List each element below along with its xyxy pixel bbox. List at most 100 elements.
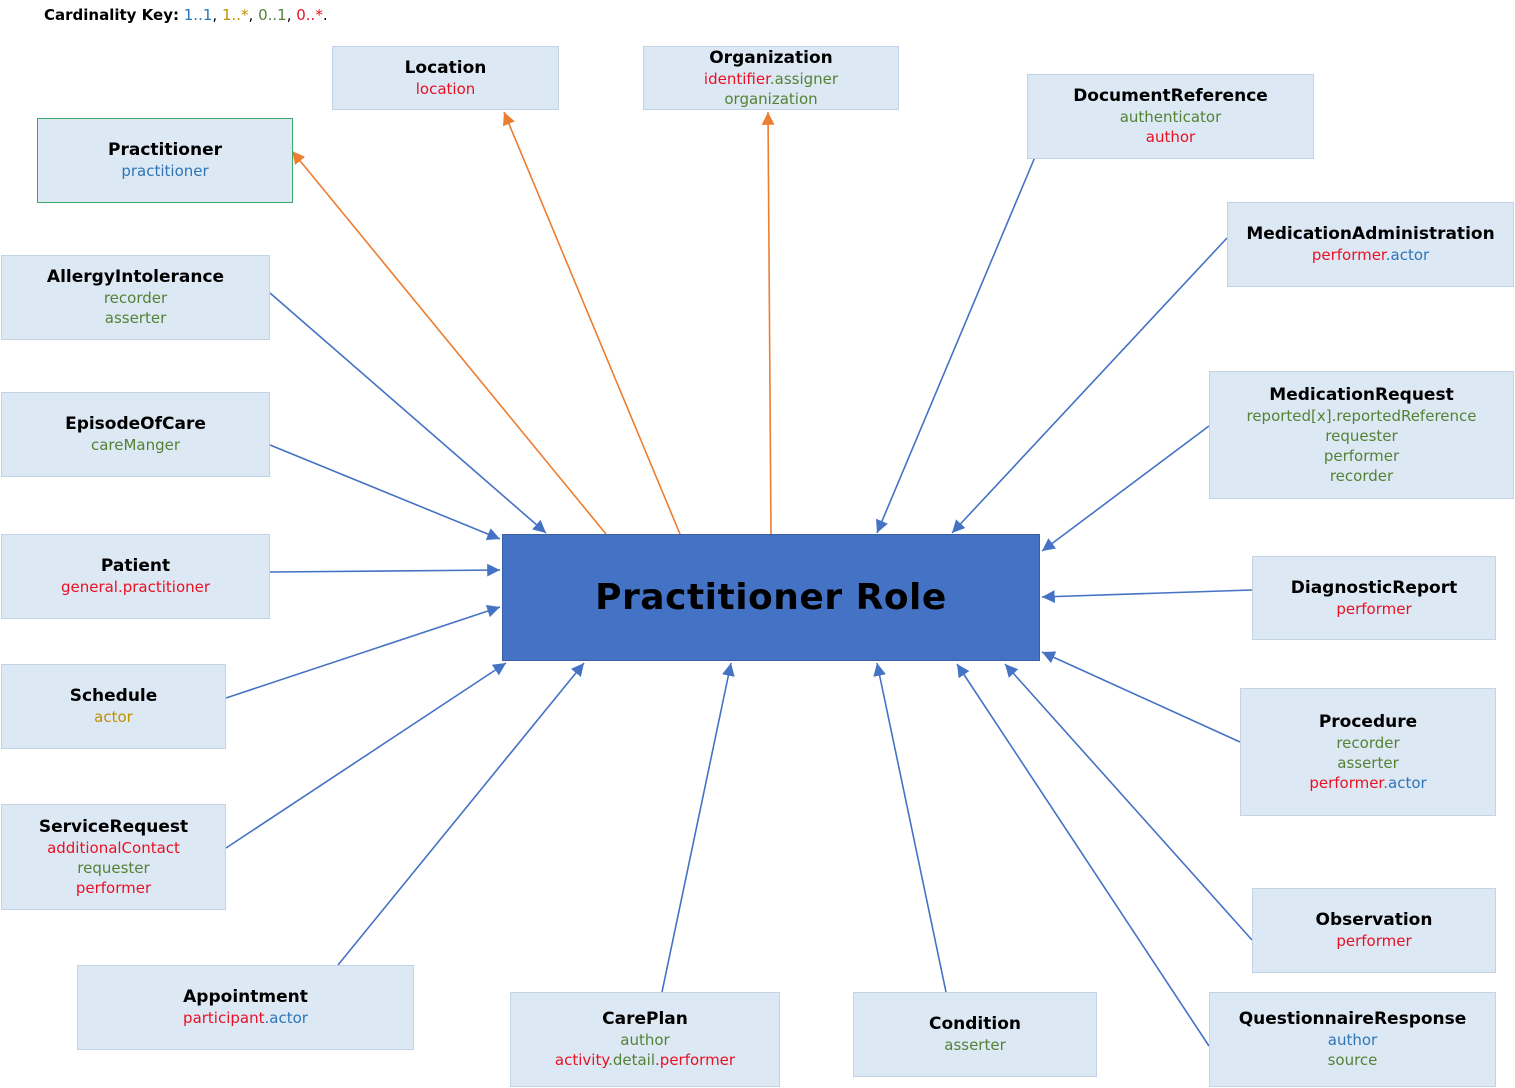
key-item: 1..1 xyxy=(183,6,213,24)
attribute-segment: performer xyxy=(1309,773,1384,792)
connector-documentreference xyxy=(876,156,1036,534)
attribute-segment: actor xyxy=(269,1009,308,1027)
node-title: MedicationAdministration xyxy=(1246,224,1495,244)
connector-careplan xyxy=(661,662,735,993)
attribute-segment: performer xyxy=(659,1051,736,1069)
attribute-segment: participant xyxy=(183,1009,265,1027)
practitioner-role-box: Practitioner Role xyxy=(502,534,1040,661)
connector-observation xyxy=(1004,663,1253,941)
attribute-segment: recorder xyxy=(103,289,168,307)
attribute-segment: . xyxy=(655,1051,660,1069)
node-attribute: reported[x].reportedReference xyxy=(1246,406,1476,426)
node-attribute: source xyxy=(1328,1050,1378,1070)
practitioner-role-title: Practitioner Role xyxy=(595,577,947,618)
node-attribute: organization xyxy=(724,89,817,109)
connector-questionnaireresponse xyxy=(956,663,1210,1047)
connector-procedure xyxy=(1041,651,1241,743)
attribute-segment: asserter xyxy=(104,309,167,327)
attribute-segment: identifier xyxy=(703,69,770,88)
cardinality-key-items: 1..1, 1..*, 0..1, 0..*. xyxy=(184,6,328,24)
node-title: CarePlan xyxy=(602,1009,688,1029)
attribute-segment: recorder xyxy=(1329,466,1394,485)
key-separator: , xyxy=(248,6,259,24)
attribute-segment: actor xyxy=(1390,246,1430,264)
attribute-segment: performer xyxy=(1311,246,1386,264)
node-attribute: author xyxy=(1328,1030,1377,1050)
attribute-segment: source xyxy=(1327,1051,1378,1069)
connector-servicerequest xyxy=(225,662,507,849)
node-attribute: asserter xyxy=(105,308,167,328)
attribute-segment: . xyxy=(1385,246,1391,264)
node-title: Schedule xyxy=(69,686,158,706)
node-attribute: asserter xyxy=(1337,753,1399,773)
node-title: DiagnosticReport xyxy=(1290,577,1458,598)
node-title: Condition xyxy=(929,1014,1021,1034)
node-attribute: activity.detail.performer xyxy=(555,1050,735,1070)
attribute-segment: asserter xyxy=(944,1036,1006,1054)
connector-medicationadministration xyxy=(951,237,1228,534)
node-attribute: performer xyxy=(1336,931,1411,951)
node-attribute: recorder xyxy=(1330,466,1393,486)
node-attribute: actor xyxy=(94,707,133,727)
key-item: 0..1 xyxy=(258,6,287,24)
attribute-segment: requester xyxy=(1325,426,1398,445)
connector-patient xyxy=(269,563,501,577)
attribute-segment: author xyxy=(1145,128,1196,146)
node-attribute: performer.actor xyxy=(1312,245,1429,265)
attribute-segment: performer xyxy=(1323,446,1400,465)
node-attribute: requester xyxy=(77,858,149,878)
attribute-segment: asserter xyxy=(1337,753,1399,772)
attribute-segment: reported[x].reportedReference xyxy=(1246,406,1477,425)
attribute-segment: careManger xyxy=(90,436,181,454)
key-item: 0..* xyxy=(296,6,323,24)
node-attribute: participant.actor xyxy=(183,1008,308,1028)
node-attribute: performer xyxy=(76,878,151,898)
node-title: Patient xyxy=(100,556,171,576)
node-title: EpisodeOfCare xyxy=(65,414,206,434)
attribute-segment: location xyxy=(415,79,476,98)
attribute-segment: actor xyxy=(94,708,133,726)
attribute-segment: recorder xyxy=(1336,733,1400,752)
node-schedule: Schedule actor xyxy=(1,664,226,749)
attribute-segment: performer xyxy=(1336,932,1412,950)
node-attribute: location xyxy=(416,79,476,99)
node-title: Organization xyxy=(709,47,833,68)
node-allergyintolerance: AllergyIntolerance recorder asserter xyxy=(1,255,270,340)
attribute-segment: . xyxy=(264,1009,270,1027)
node-attribute: authenticator xyxy=(1120,107,1222,127)
node-title: Procedure xyxy=(1318,711,1418,732)
attribute-segment: requester xyxy=(77,858,150,877)
attribute-segment: general.practitioner xyxy=(60,578,211,596)
connector-diagnosticreport xyxy=(1041,589,1253,603)
node-attribute: performer xyxy=(1324,446,1399,466)
connector-allergyintolerance xyxy=(269,292,547,534)
node-patient: Patient general.practitioner xyxy=(1,534,270,619)
attribute-segment: performer xyxy=(75,878,152,897)
node-title: ServiceRequest xyxy=(38,816,189,837)
node-attribute: performer xyxy=(1336,599,1411,619)
attribute-segment: author xyxy=(1327,1031,1378,1049)
cardinality-key: Cardinality Key: 1..1, 1..*, 0..1, 0..*. xyxy=(44,6,328,24)
node-attribute: author xyxy=(620,1030,669,1050)
node-attribute: recorder xyxy=(1336,733,1399,753)
node-attribute: recorder xyxy=(104,288,167,308)
key-end: . xyxy=(322,6,328,24)
attribute-segment: . xyxy=(1383,773,1389,792)
attribute-segment: additionalContact xyxy=(47,838,180,857)
node-attribute: author xyxy=(1146,127,1195,147)
node-title: AllergyIntolerance xyxy=(46,267,225,287)
node-title: Practitioner xyxy=(108,140,222,160)
attribute-segment: activity xyxy=(554,1051,609,1069)
